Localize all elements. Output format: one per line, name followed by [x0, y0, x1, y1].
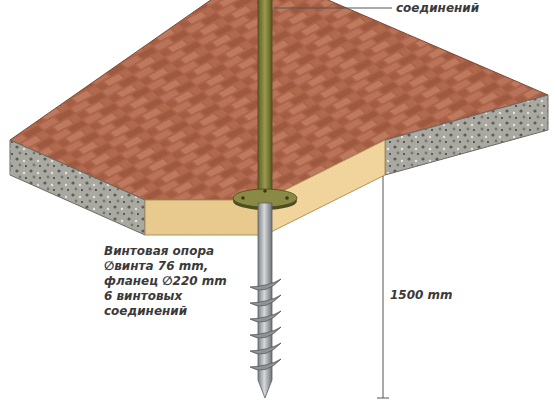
helix-blade [250, 311, 281, 322]
helix-blade [250, 295, 281, 306]
dimension-label: 1500 mm [390, 288, 470, 303]
helix-blade [250, 279, 281, 290]
helix-blade [250, 327, 281, 338]
helix-blade [250, 359, 281, 370]
callout-text: соединений [396, 1, 516, 16]
pile-spec-label: Винтовая опора ∅винта 76 mm, фланец ∅220… [104, 244, 232, 319]
helix-blade [250, 343, 281, 354]
